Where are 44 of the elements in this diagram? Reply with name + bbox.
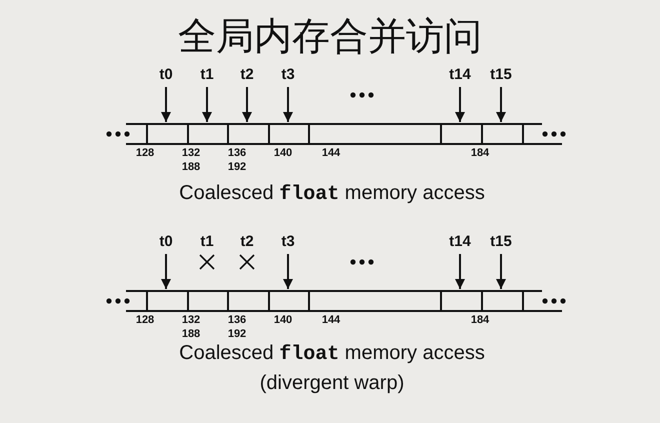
address-label: 132 xyxy=(182,314,200,327)
thread-label: t0 xyxy=(159,66,173,84)
caption: Coalesced float memory access xyxy=(179,341,485,367)
address-label: 144 xyxy=(322,314,340,327)
thread-label: t14 xyxy=(449,233,471,251)
arrow xyxy=(242,87,252,122)
arrow xyxy=(283,254,293,289)
address-label: 184 xyxy=(470,147,490,160)
arrow xyxy=(455,254,465,289)
title: 全局内存合并访问 xyxy=(177,13,483,60)
thread-label: t1 xyxy=(200,66,214,84)
address-label: 128 xyxy=(136,147,154,160)
arrow xyxy=(283,87,293,122)
thread-label: t1 xyxy=(200,233,214,251)
address-label: 144 xyxy=(322,147,340,160)
thread-label: t0 xyxy=(159,233,173,251)
arrow xyxy=(455,87,465,122)
arrow xyxy=(202,87,212,122)
thread-label: t15 xyxy=(490,233,512,251)
arrow xyxy=(161,254,171,289)
address-label: 188 xyxy=(182,328,200,341)
thread-label: t15 xyxy=(490,66,512,84)
address-label: 140 xyxy=(274,147,292,160)
memory-cell xyxy=(481,290,524,312)
address-label: 184 xyxy=(470,314,490,327)
caption: Coalesced float memory access xyxy=(179,181,485,207)
address-label: 192 xyxy=(228,161,246,174)
caption: (divergent warp) xyxy=(260,371,404,395)
address-label: 136 xyxy=(228,147,246,160)
memory-cell xyxy=(481,123,524,145)
thread-label: t2 xyxy=(240,233,254,251)
address-label: 140 xyxy=(274,314,292,327)
thread-label: t3 xyxy=(281,233,295,251)
address-label: 188 xyxy=(182,161,200,174)
arrow xyxy=(496,87,506,122)
address-label: 132 xyxy=(182,147,200,160)
address-label: 128 xyxy=(136,314,154,327)
thread-label: t2 xyxy=(240,66,254,84)
address-label: 136 xyxy=(228,314,246,327)
thread-label: t3 xyxy=(281,66,295,84)
address-label: 192 xyxy=(228,328,246,341)
arrow xyxy=(161,87,171,122)
arrow xyxy=(496,254,506,289)
thread-label: t14 xyxy=(449,66,471,84)
